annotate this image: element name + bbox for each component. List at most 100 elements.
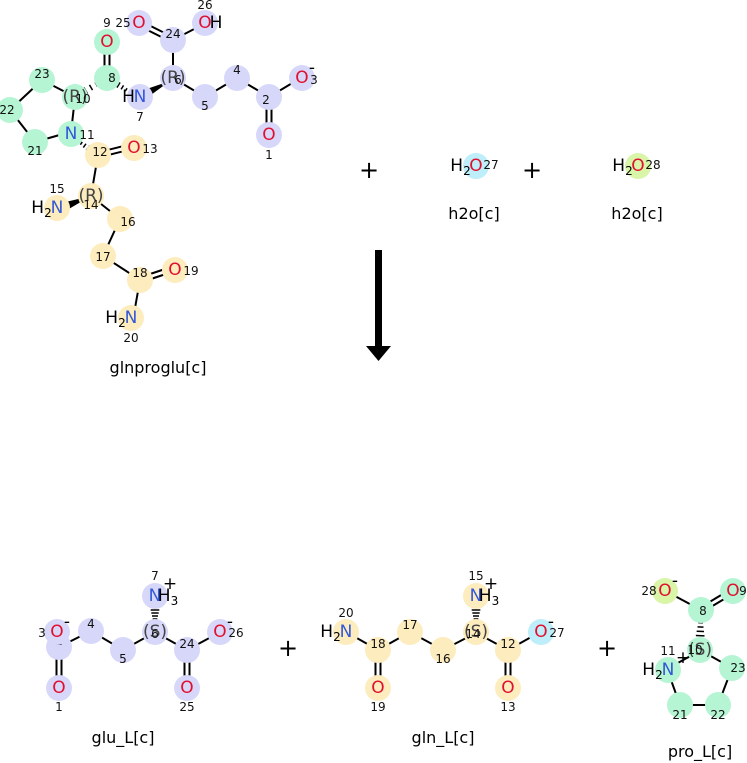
- atom-highlight: [62, 84, 88, 110]
- atom-highlight: [58, 121, 84, 147]
- atom-number: 15: [468, 569, 483, 583]
- atom-3: O-3: [289, 58, 318, 91]
- atom-25: O25: [174, 675, 200, 714]
- element-label: O: [50, 622, 63, 642]
- atom-number: 27: [483, 158, 498, 172]
- atom-8: 8: [688, 597, 714, 623]
- atom-number: 13: [500, 700, 515, 714]
- atom-number: 20: [123, 331, 138, 345]
- atom-number: 7: [136, 110, 144, 124]
- atom-12: 12: [85, 142, 111, 168]
- atom-highlight: [160, 65, 186, 91]
- atom-number: 16: [435, 652, 450, 666]
- hydrogen-label: H: [210, 13, 223, 33]
- atom-highlight: [174, 637, 200, 663]
- atom-highlight: [495, 637, 521, 663]
- atom-highlight: [289, 65, 315, 91]
- atom-number: 19: [370, 700, 385, 714]
- atom-highlight: [192, 10, 218, 36]
- atom-26: O-26: [207, 612, 244, 645]
- hydrogen-label: H2: [320, 622, 340, 644]
- atom-12: 12: [495, 637, 521, 663]
- atom-highlight: [121, 135, 147, 161]
- hydrogen-label: H: [122, 87, 135, 107]
- atom-number: 24: [165, 27, 180, 41]
- atom-highlight: [85, 142, 111, 168]
- element-label: N: [134, 87, 147, 107]
- atom-highlight: [687, 637, 713, 663]
- atom-highlight: [720, 578, 746, 604]
- element-label: O: [132, 13, 145, 33]
- atom-highlight: [705, 692, 731, 718]
- element-label: O: [631, 156, 644, 176]
- atom-highlight: [142, 583, 168, 609]
- atom-number: 27: [549, 626, 564, 640]
- atom-number: 28: [641, 584, 656, 598]
- atom-3: O-3: [38, 612, 70, 645]
- molecule-name: h2o[c]: [448, 204, 499, 223]
- atom-highlight: [44, 195, 70, 221]
- element-label: O: [180, 678, 193, 698]
- molecule-name: glu_L[c]: [92, 728, 155, 748]
- atom-6: (S)6: [142, 619, 168, 645]
- element-label: N: [51, 198, 64, 218]
- atom-16: 16: [107, 206, 136, 232]
- element-label: N: [470, 586, 483, 606]
- bond: [116, 82, 121, 88]
- atom-number: 2: [262, 93, 270, 107]
- atom-number: 6: [174, 73, 182, 87]
- reaction-arrow: [366, 250, 391, 361]
- plus-sign: +: [359, 156, 379, 184]
- atom-11: H2N+11: [642, 644, 690, 683]
- atom-highlight: [365, 637, 391, 663]
- atom-14: (S)14: [463, 619, 489, 645]
- atom-18: 18: [365, 637, 391, 663]
- atom-highlight: [192, 84, 218, 110]
- atom-number: 8: [108, 71, 116, 85]
- atom-number: 20: [338, 606, 353, 620]
- atom-number: 9: [739, 584, 747, 598]
- atom-2: 2: [256, 84, 282, 110]
- atom-number: 15: [49, 182, 64, 196]
- atom-highlight: [256, 122, 282, 148]
- atom-highlight: [688, 597, 714, 623]
- atom-highlight: [160, 27, 186, 53]
- atom-number: 5: [119, 652, 127, 666]
- element-label: O: [295, 68, 308, 88]
- atom-number: 4: [233, 63, 241, 77]
- atom-number: 25: [115, 16, 130, 30]
- atom-highlight: [463, 153, 489, 179]
- atom-number: 3: [310, 73, 318, 87]
- atom-highlight: [78, 183, 104, 209]
- atom-number: 1: [55, 700, 63, 714]
- atom-17: 17: [397, 618, 423, 645]
- element-label: O: [52, 678, 65, 698]
- atom-highlight: [207, 619, 233, 645]
- element-label: O: [213, 622, 226, 642]
- atom-highlight: [22, 129, 48, 155]
- atom-highlight: [78, 618, 104, 644]
- element-label: O: [469, 156, 482, 176]
- element-label: (R): [78, 186, 103, 206]
- atom-highlight: [162, 257, 188, 283]
- atom-highlight: [118, 305, 144, 331]
- atom-highlight: [110, 637, 136, 663]
- atom-number: 12: [92, 145, 107, 159]
- atom-25: O25: [115, 10, 152, 36]
- atom-number: 14: [83, 198, 98, 212]
- element-label: (R): [62, 87, 87, 107]
- atom-highlight: [397, 619, 423, 645]
- atom-highlight: [495, 675, 521, 701]
- molecule-name: pro_L[c]: [668, 742, 732, 762]
- atom-21: 21: [22, 129, 48, 158]
- molecule-name: glnproglu[c]: [110, 358, 207, 377]
- atom-8: 8: [94, 65, 120, 91]
- atom-17: 17: [90, 243, 116, 269]
- atom-10: (S)10: [687, 637, 713, 663]
- atom-number: 22: [0, 103, 15, 117]
- atom-7: HN 7: [122, 84, 153, 124]
- plus-sign: +: [278, 634, 298, 662]
